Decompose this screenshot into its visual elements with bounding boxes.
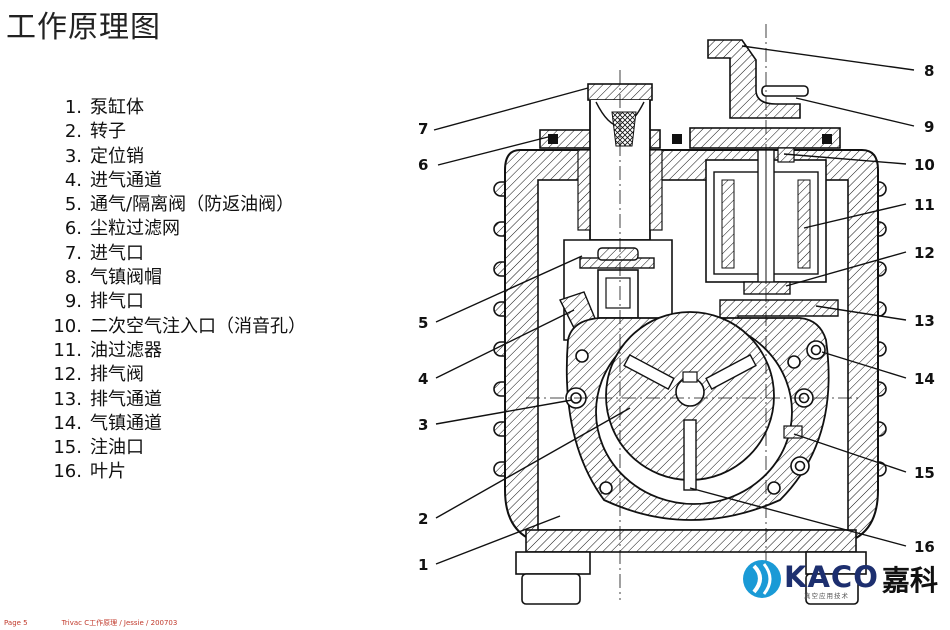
legend-label: 排气阀: [90, 364, 144, 386]
legend-item: 14. 气镇通道: [40, 412, 306, 436]
legend-num: 4.: [64, 169, 82, 191]
callout-13: 13: [914, 312, 935, 330]
legend-label: 二次空气注入口（消音孔）: [90, 315, 306, 337]
callout-7: 7: [418, 120, 428, 138]
kaco-logo-mark: [743, 560, 781, 598]
legend-label: 泵缸体: [90, 97, 144, 118]
kaco-logo: KACO 嘉科 真空应用技术: [740, 556, 945, 604]
footer: Page 5 Trivac C工作原理 / Jessie / 200703: [4, 618, 177, 628]
page-title: 工作原理图: [6, 10, 161, 45]
legend-label: 注油口: [90, 437, 144, 459]
legend-num: 11.: [53, 339, 82, 361]
legend-num: 16.: [53, 461, 82, 483]
rotor: [605, 311, 775, 491]
legend-num: 13.: [53, 388, 82, 410]
legend-num: 6.: [64, 218, 82, 240]
legend-item: 10. 二次空气注入口（消音孔）: [40, 315, 306, 339]
legend-num: 9.: [64, 291, 82, 313]
pump-feet: [515, 551, 867, 605]
callout-numbers: 1 2 3 4 5 6 7 8 9 10 11 12 13 14 15 16: [418, 62, 935, 574]
legend-num: 15.: [53, 437, 82, 459]
legend-item: 15. 注油口: [40, 436, 306, 460]
callout-1: 1: [418, 556, 428, 574]
callout-8: 8: [924, 62, 934, 80]
callout-10: 10: [914, 156, 935, 174]
callout-6: 6: [418, 156, 428, 174]
footer-caption: Trivac C工作原理 / Jessie / 200703: [61, 619, 178, 627]
callout-15: 15: [914, 464, 935, 482]
legend-item: 3. 定位销: [40, 145, 306, 169]
legend-num: 1.: [64, 97, 82, 118]
legend-item: 4. 进气通道: [40, 169, 306, 193]
callout-leaders: [433, 45, 915, 565]
legend-item: 8. 气镇阀帽: [40, 266, 306, 290]
footer-page: Page 5: [4, 619, 28, 627]
legend-label: 尘粒过滤网: [90, 218, 180, 240]
center-lines: [526, 24, 860, 600]
legend-num: 14.: [53, 412, 82, 434]
legend-label: 转子: [90, 121, 126, 143]
legend-item: 13. 排气通道: [40, 388, 306, 412]
callout-3: 3: [418, 416, 428, 434]
legend-label: 排气口: [90, 291, 144, 313]
legend-item: 7. 进气口: [40, 242, 306, 266]
legend-label: 油过滤器: [90, 339, 162, 361]
legend-num: 5.: [64, 194, 82, 216]
top-cover: [539, 127, 841, 149]
legend-num: 7.: [64, 242, 82, 264]
legend-label: 叶片: [90, 461, 126, 483]
legend-item: 5. 通气/隔离阀（防返油阀）: [40, 193, 306, 217]
legend-num: 3.: [64, 145, 82, 167]
callout-12: 12: [914, 244, 935, 262]
legend-label: 气镇阀帽: [90, 267, 162, 289]
legend-label: 进气通道: [90, 169, 162, 191]
callout-2: 2: [418, 510, 428, 528]
callout-16: 16: [914, 538, 935, 556]
legend-list: 1. 泵缸体 2. 转子 3. 定位销 4. 进气通道 5. 通气/隔离阀（防返油阀） 6…: [40, 96, 306, 485]
legend-item: 11. 油过滤器: [40, 339, 306, 363]
legend-label: 气镇通道: [90, 412, 162, 434]
logo-subtitle: 真空应用技术: [804, 592, 849, 600]
legend-num: 8.: [64, 267, 82, 289]
callout-4: 4: [418, 370, 428, 388]
legend-item: 1. 泵缸体: [40, 96, 306, 120]
legend-num: 10.: [53, 315, 82, 337]
bolt-holes: [565, 340, 826, 495]
legend-item: 2. 转子: [40, 120, 306, 144]
legend-label: 进气口: [90, 242, 144, 264]
callout-5: 5: [418, 314, 428, 332]
legend-item: 6. 尘粒过滤网: [40, 217, 306, 241]
logo-word: KACO: [784, 560, 879, 594]
callout-14: 14: [914, 370, 935, 388]
legend-item: 9. 排气口: [40, 290, 306, 314]
legend-label: 排气通道: [90, 388, 162, 410]
callout-9: 9: [924, 118, 934, 136]
legend-label: 定位销: [90, 145, 144, 167]
callout-11: 11: [914, 196, 935, 214]
logo-cn: 嘉科: [882, 564, 939, 597]
legend-num: 2.: [64, 121, 82, 143]
legend-label: 通气/隔离阀（防返油阀）: [90, 194, 295, 216]
legend-num: 12.: [53, 364, 82, 386]
legend-item: 12. 排气阀: [40, 363, 306, 387]
legend-item: 16. 叶片: [40, 460, 306, 484]
gas-ballast-cap: [707, 39, 809, 119]
